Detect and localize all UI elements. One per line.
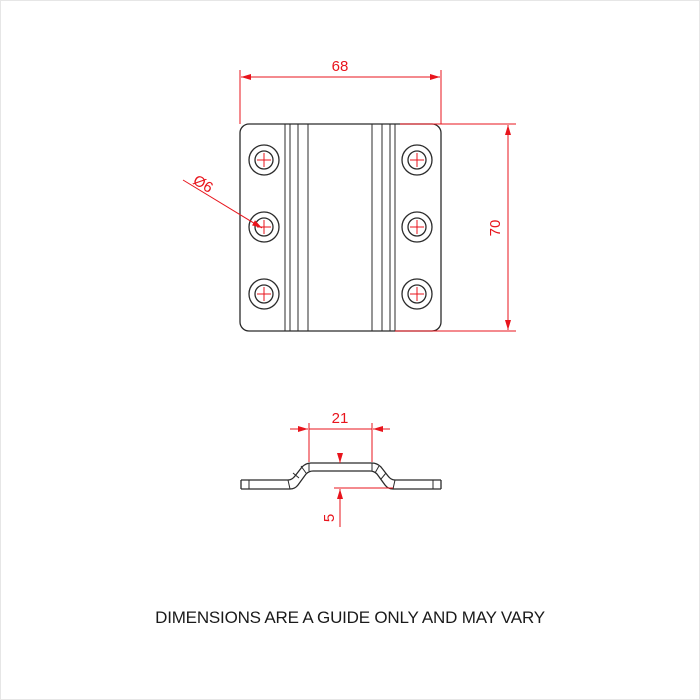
disclaimer-note: DIMENSIONS ARE A GUIDE ONLY AND MAY VARY — [155, 608, 545, 627]
raised-width-dimension — [290, 423, 390, 462]
bend-lines-right — [371, 124, 396, 331]
raised-width-label: 21 — [332, 410, 349, 427]
height-dimension-label: 70 — [487, 220, 504, 237]
raise-height-dimension — [334, 453, 393, 527]
raise-height-label: 5 — [321, 514, 338, 522]
profile-top-edge — [241, 462, 441, 481]
hole-right-bottom — [401, 278, 433, 310]
bend-lines-left — [284, 124, 309, 331]
hole-diameter-label: Ø6 — [190, 172, 216, 197]
profile-bottom-edge — [241, 470, 441, 490]
hole-left-bottom — [248, 278, 280, 310]
width-dimension — [239, 70, 442, 124]
diameter-leader — [182, 179, 263, 229]
hole-right-middle — [401, 211, 433, 243]
width-dimension-label: 68 — [332, 58, 349, 75]
side-view — [240, 462, 442, 490]
plate-outline — [239, 123, 442, 332]
height-dimension — [395, 123, 516, 332]
hole-right-top — [401, 144, 433, 176]
hole-left-top — [248, 144, 280, 176]
hole-left-middle — [248, 211, 280, 243]
plan-view: 68 70 Ø6 — [182, 58, 516, 332]
